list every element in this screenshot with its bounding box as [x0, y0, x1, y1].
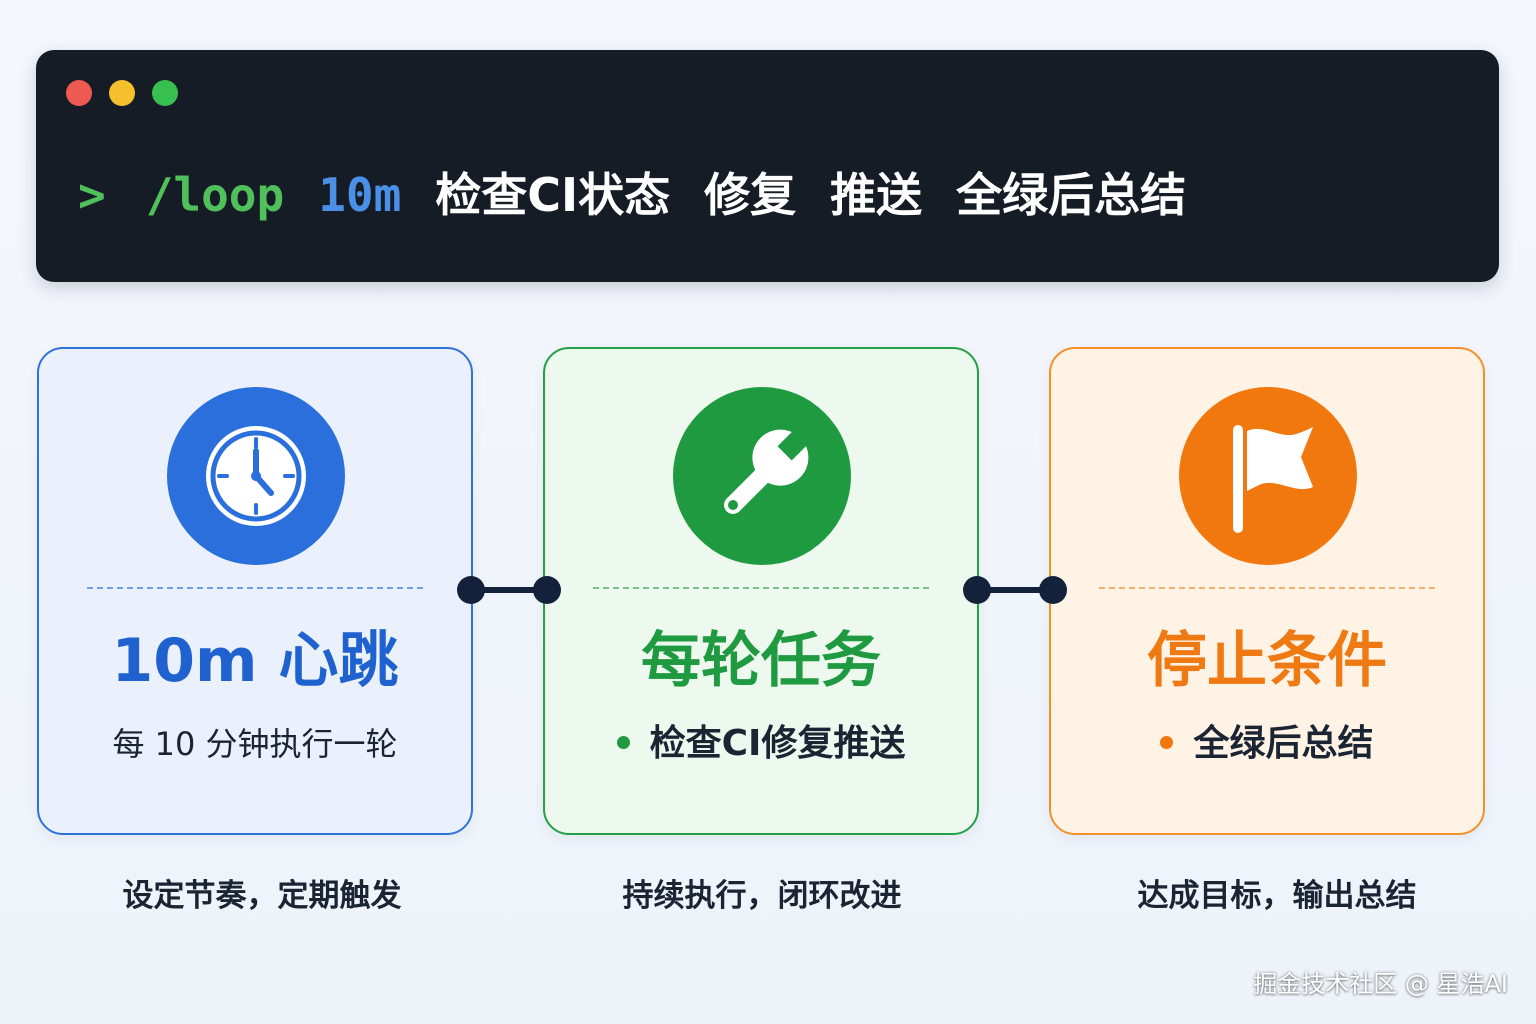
- card-title: 10m 心跳: [111, 626, 399, 696]
- close-dot[interactable]: [66, 80, 92, 106]
- divider: [1099, 587, 1435, 589]
- bullet-dot: [616, 735, 630, 749]
- divider: [87, 587, 423, 589]
- card-bullet-item: 检查CI修复推送: [545, 719, 977, 769]
- connector-arrow: [963, 576, 1067, 604]
- card-title: 停止条件: [1147, 626, 1387, 696]
- zoom-dot[interactable]: [152, 80, 178, 106]
- card-description: 检查CI修复推送: [649, 723, 906, 764]
- card-description: 全绿后总结: [1193, 723, 1374, 764]
- wrench-icon: [673, 387, 851, 565]
- prompt-symbol: >: [78, 168, 106, 222]
- minimize-dot[interactable]: [109, 80, 135, 106]
- card-caption: 设定节奏，定期触发: [122, 878, 402, 914]
- command-arg: 修复: [704, 168, 797, 222]
- connector-arrow: [457, 576, 561, 604]
- card-caption: 达成目标，输出总结: [1137, 878, 1417, 914]
- card-caption: 持续执行，闭环改进: [622, 878, 902, 914]
- command-arg: 全绿后总结: [956, 168, 1187, 222]
- command-name: /loop: [145, 168, 285, 222]
- clock-icon: [167, 387, 345, 565]
- command-interval: 10m: [318, 168, 402, 222]
- heartbeat-card: 10m 心跳 每 10 分钟执行一轮: [37, 347, 473, 835]
- terminal-window: [36, 50, 1499, 282]
- command-line: > /loop 10m 检查CI状态修复推送全绿后总结: [78, 160, 1186, 230]
- bullet-dot: [1160, 735, 1174, 749]
- card-title: 每轮任务: [641, 626, 881, 696]
- command-arg: 检查CI状态: [435, 168, 671, 222]
- stop-condition-card: 停止条件 全绿后总结: [1049, 347, 1485, 835]
- watermark: 掘金技术社区 @ 星浩AI: [1253, 970, 1508, 998]
- command-arg: 推送: [830, 168, 923, 222]
- card-description: 每 10 分钟执行一轮: [112, 725, 398, 763]
- flag-icon: [1179, 387, 1357, 565]
- card-bullet-item: 全绿后总结: [1051, 719, 1483, 769]
- divider: [593, 587, 929, 589]
- task-card: 每轮任务 检查CI修复推送: [543, 347, 979, 835]
